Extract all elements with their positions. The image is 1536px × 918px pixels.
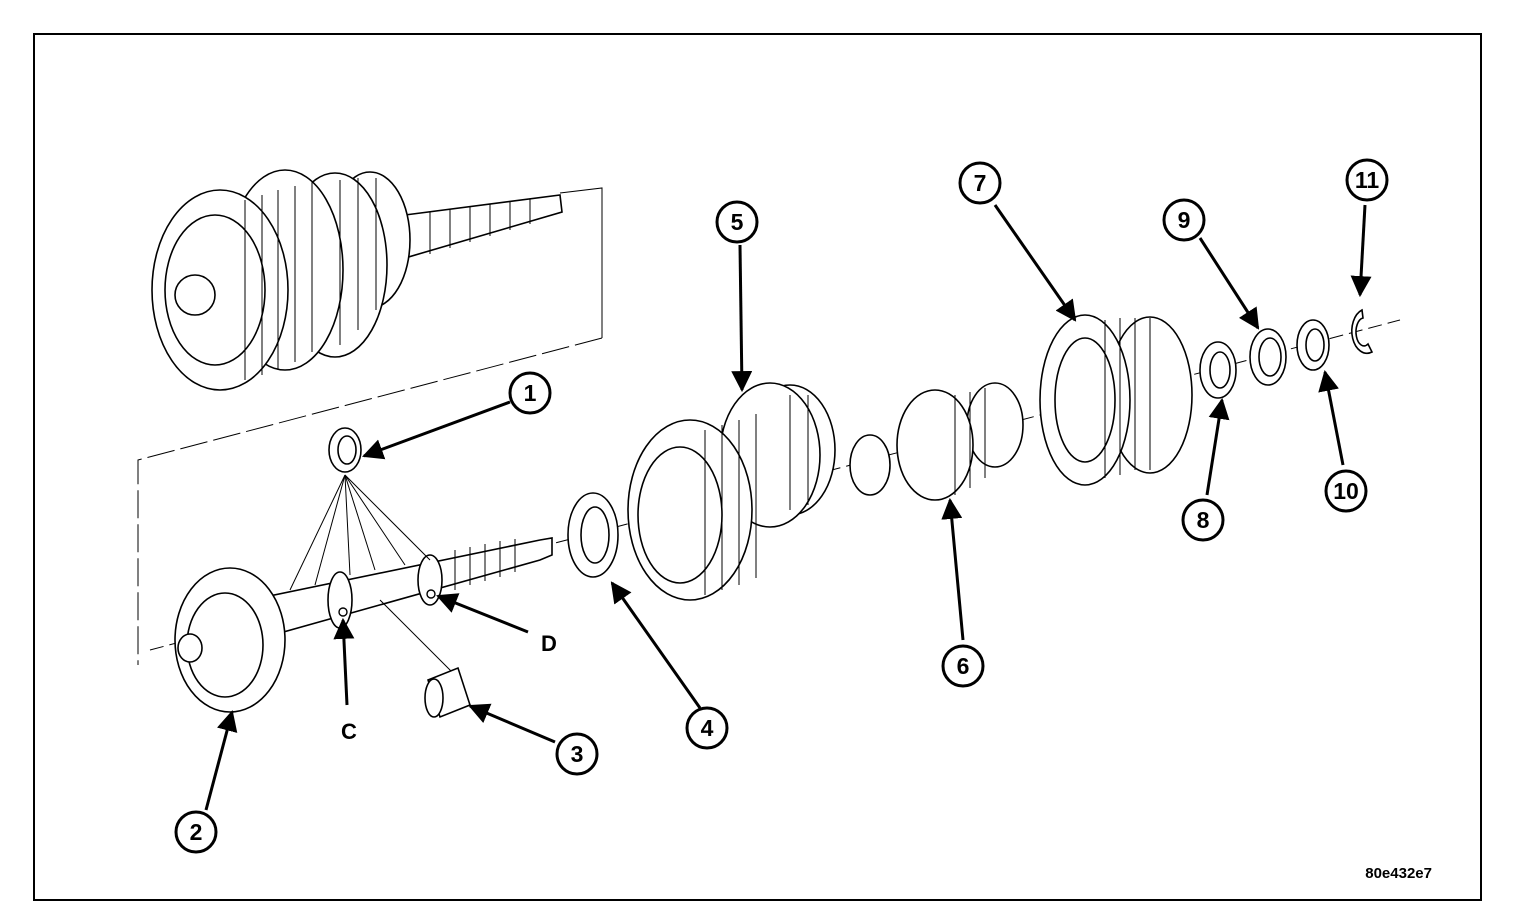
svg-text:1: 1 <box>524 380 537 406</box>
input-shaft <box>174 537 553 713</box>
diagram-frame <box>33 33 1482 901</box>
thrust-washer-4 <box>567 492 619 578</box>
svg-text:3: 3 <box>571 741 584 767</box>
thrust-bearing <box>1249 328 1287 386</box>
gear-drum-assembly <box>627 382 836 601</box>
annulus-drum <box>1039 314 1193 486</box>
seal-ring <box>328 427 362 473</box>
assembly-bracket-lines <box>137 187 603 665</box>
callout-3: 3 <box>555 732 599 776</box>
label-d: D <box>541 631 557 656</box>
svg-text:4: 4 <box>701 715 714 741</box>
assembled-geartrain-view <box>151 169 563 391</box>
callout-2: 2 <box>174 810 218 854</box>
svg-text:8: 8 <box>1197 507 1210 533</box>
figure-id: 80e432e7 <box>1365 865 1432 882</box>
callout-10: 10 <box>1324 469 1368 513</box>
callout-9: 9 <box>1162 198 1206 242</box>
thrust-washer-8 <box>1199 341 1237 399</box>
svg-text:10: 10 <box>1333 478 1359 504</box>
svg-text:7: 7 <box>974 170 987 196</box>
washer-10 <box>1296 319 1330 371</box>
sun-gear <box>849 382 1024 501</box>
snap-ring <box>1351 308 1374 355</box>
callout-leaders <box>204 204 1372 811</box>
callout-1: 1 <box>508 371 552 415</box>
seal-ring-pointer-fan <box>289 474 461 681</box>
label-c: C <box>341 719 357 744</box>
svg-text:2: 2 <box>190 819 203 845</box>
svg-text:5: 5 <box>731 209 744 235</box>
callout-5: 5 <box>715 200 759 244</box>
bushing <box>424 666 471 719</box>
callout-8: 8 <box>1181 498 1225 542</box>
point-c-marker <box>338 607 348 617</box>
point-d-marker <box>426 589 436 599</box>
callout-11: 11 <box>1345 158 1389 202</box>
svg-text:9: 9 <box>1178 207 1191 233</box>
svg-text:6: 6 <box>957 653 970 679</box>
callout-6: 6 <box>941 644 985 688</box>
callout-4: 4 <box>685 706 729 750</box>
svg-text:11: 11 <box>1355 167 1380 193</box>
callout-7: 7 <box>958 161 1002 205</box>
